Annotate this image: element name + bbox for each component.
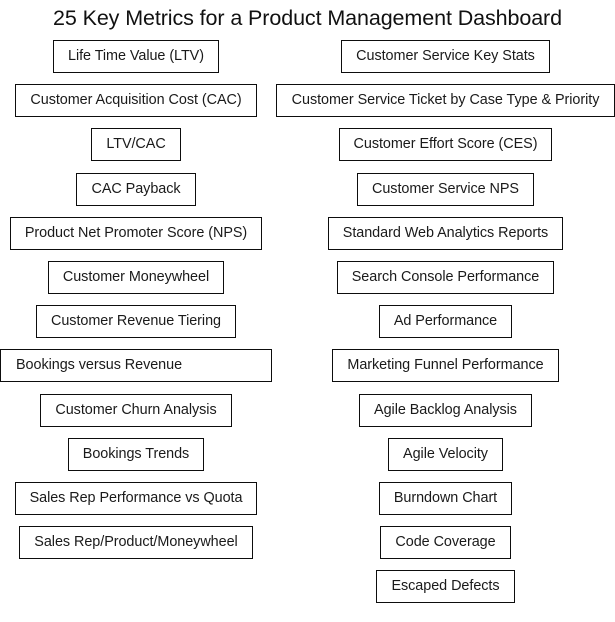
metric-box[interactable]: Bookings versus Revenue [0,349,272,383]
metric-box[interactable]: Agile Velocity [388,437,503,471]
metric-box[interactable]: Ad Performance [378,305,513,339]
left-metric-column: Life Time Value (LTV) Customer Acquisitio… [0,40,272,570]
metric-box[interactable]: Customer Service NPS [357,172,534,206]
metric-box[interactable]: LTV/CAC [91,128,181,162]
metric-box[interactable]: Agile Backlog Analysis [359,393,532,427]
metric-box[interactable]: Standard Web Analytics Reports [327,216,564,250]
metric-box[interactable]: Bookings Trends [67,437,205,471]
metric-box[interactable]: Customer Service Ticket by Case Type & P… [276,84,615,118]
metric-box[interactable]: Search Console Performance [336,260,555,294]
metric-box[interactable]: Marketing Funnel Performance [332,349,559,383]
metric-box[interactable]: Sales Rep Performance vs Quota [14,481,258,515]
metric-box[interactable]: Customer Acquisition Cost (CAC) [15,84,257,118]
metric-box[interactable]: Life Time Value (LTV) [53,40,219,73]
page-title: 25 Key Metrics for a Product Management … [53,6,562,30]
metric-box[interactable]: Customer Effort Score (CES) [338,128,553,162]
metric-box[interactable]: Escaped Defects [376,570,515,604]
metric-box[interactable]: Burndown Chart [378,481,513,515]
metric-box[interactable]: Customer Revenue Tiering [36,305,236,339]
metric-box[interactable]: Product Net Promoter Score (NPS) [9,216,263,250]
metric-box[interactable]: CAC Payback [76,172,196,206]
metric-box[interactable]: Customer Service Key Stats [341,40,550,73]
metric-box[interactable]: Sales Rep/Product/Moneywheel [19,526,253,560]
metric-box[interactable]: Customer Churn Analysis [40,393,232,427]
metric-box[interactable]: Customer Moneywheel [47,260,225,294]
metric-box[interactable]: Code Coverage [380,526,511,560]
